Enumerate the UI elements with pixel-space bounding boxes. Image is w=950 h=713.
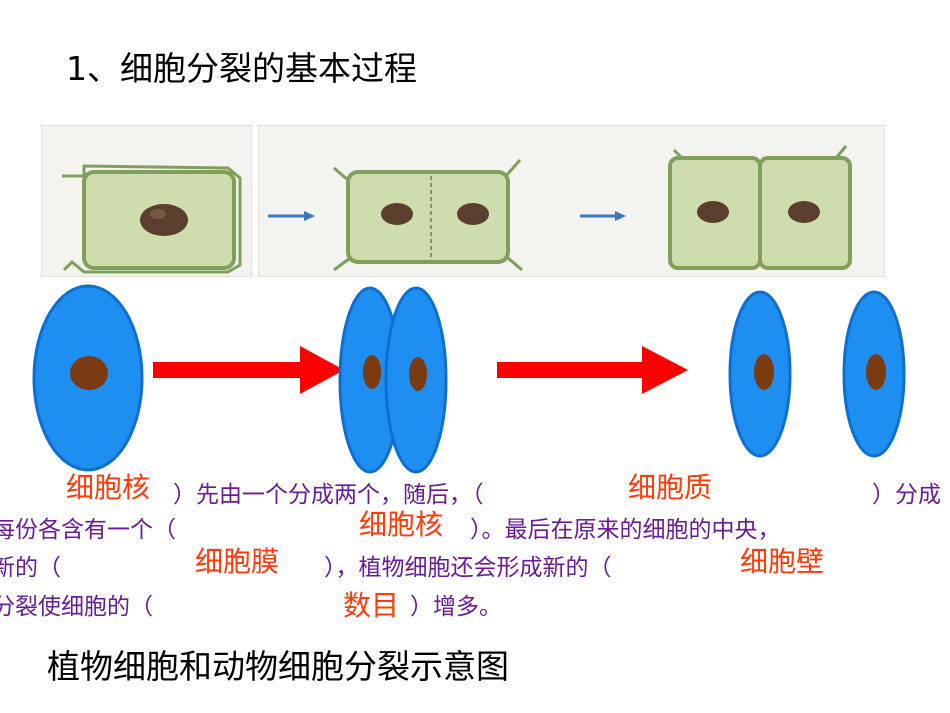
animal-cell-stage-2: [338, 286, 448, 474]
plant-cell-stage-3: [668, 145, 852, 270]
red-arrow-2: [497, 346, 688, 394]
blue-arrow-2: [580, 211, 626, 221]
answer-nucleus-2: 细胞核: [359, 508, 444, 541]
nucleus: [457, 203, 489, 225]
nucleus: [697, 201, 729, 223]
sentence-line-1a: ）先由一个分成两个，随后，（: [173, 482, 484, 508]
slide-title: 1、细胞分裂的基本过程: [66, 49, 417, 88]
animal-nucleus: [363, 355, 381, 389]
plant-cell-body: [346, 170, 510, 264]
nucleus: [381, 203, 413, 225]
answer-cell-wall: 细胞壁: [740, 545, 825, 578]
answer-cell-membrane: 细胞膜: [195, 545, 280, 578]
answer-nucleus-1: 细胞核: [66, 471, 151, 504]
animal-cell-stage-1: [32, 284, 144, 472]
answer-cytoplasm: 细胞质: [628, 471, 713, 504]
plant-cell-stage-2: [333, 159, 523, 272]
answer-number: 数目: [343, 589, 400, 622]
blue-arrow-1: [268, 211, 315, 221]
animal-nucleus: [409, 357, 427, 391]
sentence-line-2a: 每份各含有一个（: [0, 517, 176, 543]
sentence-line-4b: ）增多。: [410, 594, 502, 620]
sentence-line-2b: ）。最后在原来的细胞的中央，: [470, 517, 781, 543]
sentence-line-1b: ）分成: [872, 482, 941, 508]
animal-nucleus: [866, 354, 886, 390]
animal-nucleus: [70, 356, 108, 390]
diagram-caption: 植物细胞和动物细胞分裂示意图: [47, 647, 509, 686]
red-arrow-1: [153, 346, 344, 394]
nucleus: [788, 201, 820, 223]
nucleus: [140, 204, 188, 236]
plant-cell-stage-1: [62, 164, 242, 274]
sentence-line-3a: 新的（: [0, 555, 61, 581]
sentence-line-3b: ），植物细胞还会形成新的（: [324, 555, 612, 581]
sentence-line-4a: 分裂使细胞的（: [0, 594, 153, 620]
animal-cell-stage-3: [728, 290, 906, 458]
animal-nucleus: [754, 354, 774, 390]
